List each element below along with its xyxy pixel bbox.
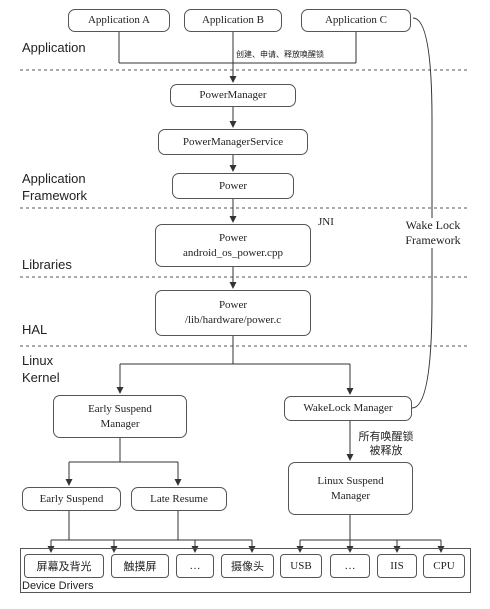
early-suspend-box: Early Suspend — [22, 487, 121, 511]
power-box: Power — [172, 173, 294, 199]
layer-label-device-drivers: Device Drivers — [22, 580, 94, 592]
late-resume-box: Late Resume — [131, 487, 227, 511]
application-a-box: Application A — [68, 9, 170, 32]
wakelock-framework-bracket — [411, 17, 433, 409]
driver-iis: IIS — [377, 554, 417, 578]
driver-usb: USB — [280, 554, 322, 578]
power-hal-box: Power /lib/hardware/power.c — [155, 290, 311, 336]
power-manager-service-box: PowerManagerService — [158, 129, 308, 155]
layer-label-application: Application — [22, 40, 86, 55]
wakelock-manager-box: WakeLock Manager — [284, 396, 412, 421]
driver-touchscreen: 触摸屏 — [111, 554, 169, 578]
power-native-box: Power android_os_power.cpp — [155, 224, 311, 267]
layer-label-hal: HAL — [22, 322, 48, 337]
application-c-box: Application C — [301, 9, 411, 32]
layer-separators — [20, 69, 470, 347]
layer-label-kernel: Linux Kernel — [22, 353, 60, 385]
layer-label-framework: Application Framework — [22, 171, 88, 203]
wakelock-framework-label: Wake Lock Framework — [393, 218, 473, 248]
all-wakelocks-released-note: 所有唤醒锁 被释放 — [358, 431, 414, 457]
driver-camera: 摄像头 — [221, 554, 274, 578]
power-manager-box: PowerManager — [170, 84, 296, 107]
jni-label: JNI — [318, 216, 334, 228]
driver-cpu: CPU — [423, 554, 465, 578]
linux-suspend-manager-box: Linux Suspend Manager — [288, 462, 413, 515]
application-b-box: Application B — [184, 9, 282, 32]
driver-screen-backlight: 屏幕及背光 — [24, 554, 104, 578]
early-suspend-manager-box: Early Suspend Manager — [53, 395, 187, 438]
device-drivers-container — [20, 548, 471, 593]
driver-left-ellipsis: … — [176, 554, 214, 578]
app-wakelock-note: 创建、申请、释放唤醒锁 — [236, 50, 324, 59]
driver-right-ellipsis: … — [330, 554, 370, 578]
layer-label-libraries: Libraries — [22, 257, 72, 272]
